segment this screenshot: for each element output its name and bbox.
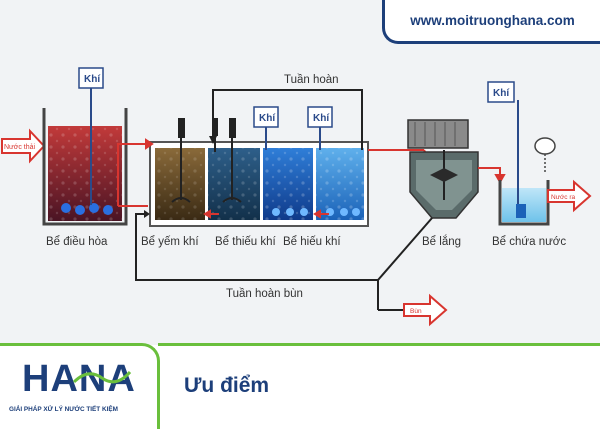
diagram-canvas: Nước thải Bể điều hòa Khí — [0, 0, 600, 345]
sludge-label: Bùn — [410, 308, 422, 315]
flow-arrow — [117, 138, 154, 207]
sludge-recirculation-label: Tuần hoàn bùn — [226, 288, 303, 300]
equalization-tank-label: Bể điều hòa — [46, 236, 108, 248]
recirculation-label: Tuần hoàn — [284, 74, 339, 86]
brand-logo: HANA GIẢI PHÁP XỬ LÝ NƯỚC TIẾT KIỆM — [0, 343, 160, 429]
sludge-outlet-arrow: Bùn — [403, 293, 448, 327]
clean-water-tank-label: Bể chứa nước — [492, 236, 566, 248]
diffuser-bubbles — [272, 208, 360, 216]
dosing-icon — [534, 137, 556, 172]
process-diagram: Nước thải Bể điều hòa Khí — [1, 67, 592, 327]
wave-icon — [72, 370, 132, 384]
recirculation-line — [209, 89, 363, 150]
air-box-anoxic: Khí — [253, 106, 279, 128]
air-label: Khí — [84, 74, 101, 85]
biological-block — [149, 118, 369, 227]
website-url: www.moitruonghana.com — [410, 13, 575, 28]
air-label: Khí — [493, 88, 510, 99]
mixer-icon — [171, 118, 191, 203]
outlet-arrow: Nước ra — [547, 179, 592, 213]
clean-water-tank — [498, 100, 550, 226]
inlet-label: Nước thải — [4, 144, 36, 151]
section-heading: Ưu điểm — [184, 374, 270, 397]
sludge-recirculation-line — [135, 210, 433, 311]
air-label: Khí — [259, 113, 276, 124]
anaerobic-tank-label: Bể yếm khí — [141, 236, 199, 248]
flow-arrow — [478, 167, 506, 185]
inlet-arrow: Nước thải — [1, 128, 46, 164]
equalization-tank — [42, 88, 128, 226]
brand-tagline: GIẢI PHÁP XỬ LÝ NƯỚC TIẾT KIỆM — [9, 406, 118, 413]
mixer-icon — [222, 118, 242, 203]
aerobic-tank-label: Bể hiếu khí — [283, 236, 341, 248]
settling-tank-label: Bể lắng — [422, 235, 461, 248]
air-box-equalization: Khí — [78, 67, 104, 89]
air-box-aerobic: Khí — [307, 106, 333, 128]
air-label: Khí — [313, 113, 330, 124]
air-box-clean-water: Khí — [487, 81, 515, 103]
footer-divider — [158, 343, 600, 346]
website-banner: www.moitruonghana.com — [382, 0, 600, 44]
settling-tank — [407, 119, 479, 219]
anoxic-tank-label: Bể thiếu khí — [215, 236, 277, 248]
outlet-label: Nước ra — [551, 194, 576, 201]
